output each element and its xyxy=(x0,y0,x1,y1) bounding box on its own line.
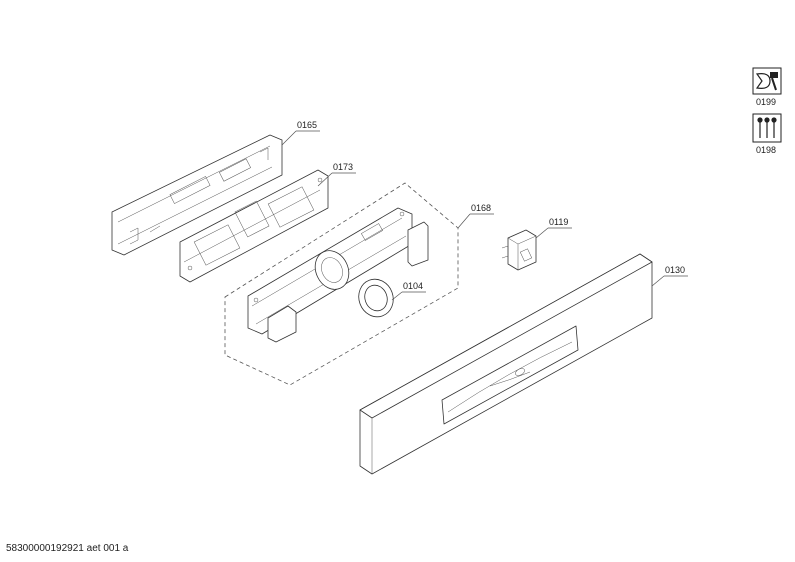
part-0165-frame[interactable] xyxy=(111,134,283,256)
part-0130-front-panel[interactable] xyxy=(359,253,653,475)
part-label-0104: 0104 xyxy=(403,281,423,291)
tool-icon-label: 0199 xyxy=(756,97,776,107)
screws-icon-label: 0198 xyxy=(756,145,776,155)
screws-icon[interactable] xyxy=(752,113,782,143)
document-id-footer: 58300000192921 aet 001 a xyxy=(6,543,129,554)
leader-0173 xyxy=(317,172,333,187)
part-label-0173: 0173 xyxy=(333,162,353,172)
part-label-0130: 0130 xyxy=(665,265,685,275)
assembly-0168-boundary xyxy=(224,182,459,386)
part-label-0168: 0168 xyxy=(471,203,491,213)
wrench-icon[interactable] xyxy=(752,67,782,95)
leader-0130 xyxy=(651,275,665,287)
part-label-0165: 0165 xyxy=(297,120,317,130)
part-0173-circuit-board[interactable] xyxy=(179,169,329,283)
part-0119-connector[interactable] xyxy=(501,229,537,271)
part-0104-ring[interactable] xyxy=(354,274,399,321)
leader-0104 xyxy=(391,291,403,301)
part-0168-control-module[interactable] xyxy=(247,207,429,343)
leader-0119 xyxy=(535,227,549,239)
part-label-0119: 0119 xyxy=(549,217,568,227)
leader-0165 xyxy=(281,130,297,146)
leader-0168 xyxy=(457,213,471,229)
